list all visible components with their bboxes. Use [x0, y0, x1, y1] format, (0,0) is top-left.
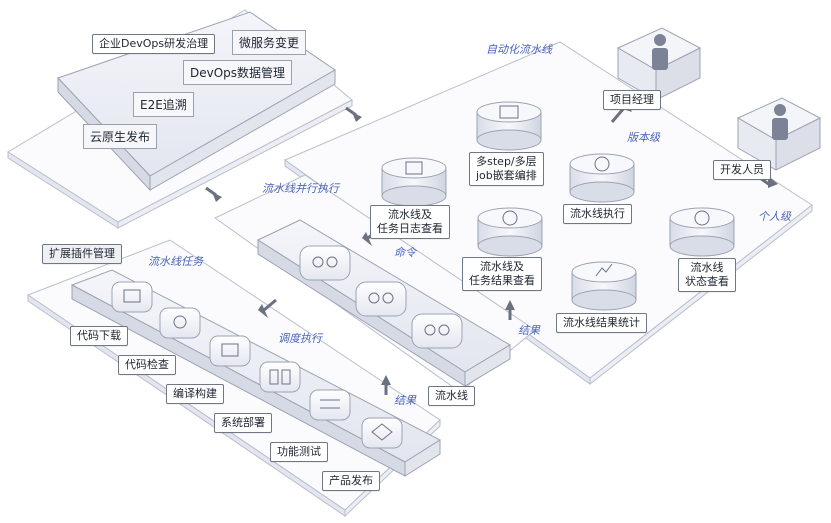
version-level-tag: 版本级 — [627, 131, 660, 144]
governance-item-microservice: 微服务变更 — [232, 30, 307, 55]
automation-node-result-view: 流水线及 任务结果查看 — [462, 257, 542, 291]
governance-item-release: 云原生发布 — [83, 124, 158, 149]
pipeline-node-3 — [411, 313, 463, 349]
plugin-management-label: 扩展插件管理 — [42, 244, 122, 264]
task-block-check — [159, 307, 201, 339]
cylinder-statistics — [571, 261, 637, 311]
task-block-download — [111, 281, 153, 313]
task-block-deploy — [259, 361, 301, 393]
automation-node-execute: 流水线执行 — [563, 204, 632, 224]
pipeline-node-2 — [355, 281, 407, 317]
cylinder-result-view — [477, 207, 543, 257]
arrows — [205, 100, 778, 395]
role-box-dev — [736, 97, 822, 171]
task-label-test: 功能测试 — [270, 442, 328, 462]
automation-platform — [283, 41, 813, 386]
task-block-release — [361, 417, 403, 449]
automation-node-result-view-text: 流水线及 任务结果查看 — [469, 260, 535, 287]
cylinder-execute — [569, 153, 635, 203]
command-tag: 命令 — [394, 246, 416, 259]
tasks-title: 流水线任务 — [148, 255, 203, 268]
role-label-pm: 项目经理 — [603, 90, 661, 110]
schedule-tag: 调度执行 — [278, 332, 322, 345]
automation-node-status-text: 流水线 状态查看 — [685, 261, 729, 288]
role-label-dev: 开发人员 — [713, 160, 771, 180]
cylinder-status — [669, 207, 735, 257]
pipeline-node-1 — [299, 245, 351, 281]
personal-level-tag: 个人级 — [758, 210, 791, 223]
arrow-schedule — [258, 304, 268, 318]
task-block-test — [309, 389, 351, 421]
governance-title: 企业DevOps研发治理 — [92, 34, 216, 54]
tasks-result-tag: 结果 — [394, 394, 416, 407]
task-label-check: 代码检查 — [118, 355, 176, 375]
cylinder-orchestrate — [476, 101, 542, 151]
automation-node-orchestrate: 多step/多层 job嵌套编排 — [469, 152, 544, 186]
governance-item-data: DevOps数据管理 — [183, 60, 293, 85]
governance-item-trace: E2E追溯 — [133, 92, 194, 117]
task-label-deploy: 系统部署 — [214, 413, 272, 433]
task-blocks — [111, 281, 403, 449]
automation-node-orchestrate-text: 多step/多层 job嵌套编排 — [476, 155, 537, 182]
automation-cylinders — [381, 101, 735, 311]
task-label-release: 产品发布 — [322, 471, 380, 491]
cylinder-log — [381, 157, 447, 207]
automation-node-statistics: 流水线结果统计 — [556, 313, 647, 333]
task-label-download: 代码下载 — [70, 326, 128, 346]
arrow-result-2 — [381, 375, 391, 385]
parallel-result-tag: 结果 — [518, 324, 540, 337]
automation-title: 自动化流水线 — [486, 43, 552, 56]
task-label-build: 编译构建 — [166, 384, 224, 404]
arrow-result-1 — [505, 300, 515, 310]
automation-node-log: 流水线及 任务日志查看 — [370, 205, 450, 239]
automation-node-status: 流水线 状态查看 — [678, 258, 736, 292]
role-box-pm — [616, 27, 702, 101]
arrow-command — [362, 232, 372, 246]
automation-node-log-text: 流水线及 任务日志查看 — [377, 208, 443, 235]
task-block-build — [209, 335, 251, 367]
parallel-title: 流水线并行执行 — [262, 182, 339, 195]
pipeline-label: 流水线 — [428, 386, 475, 406]
